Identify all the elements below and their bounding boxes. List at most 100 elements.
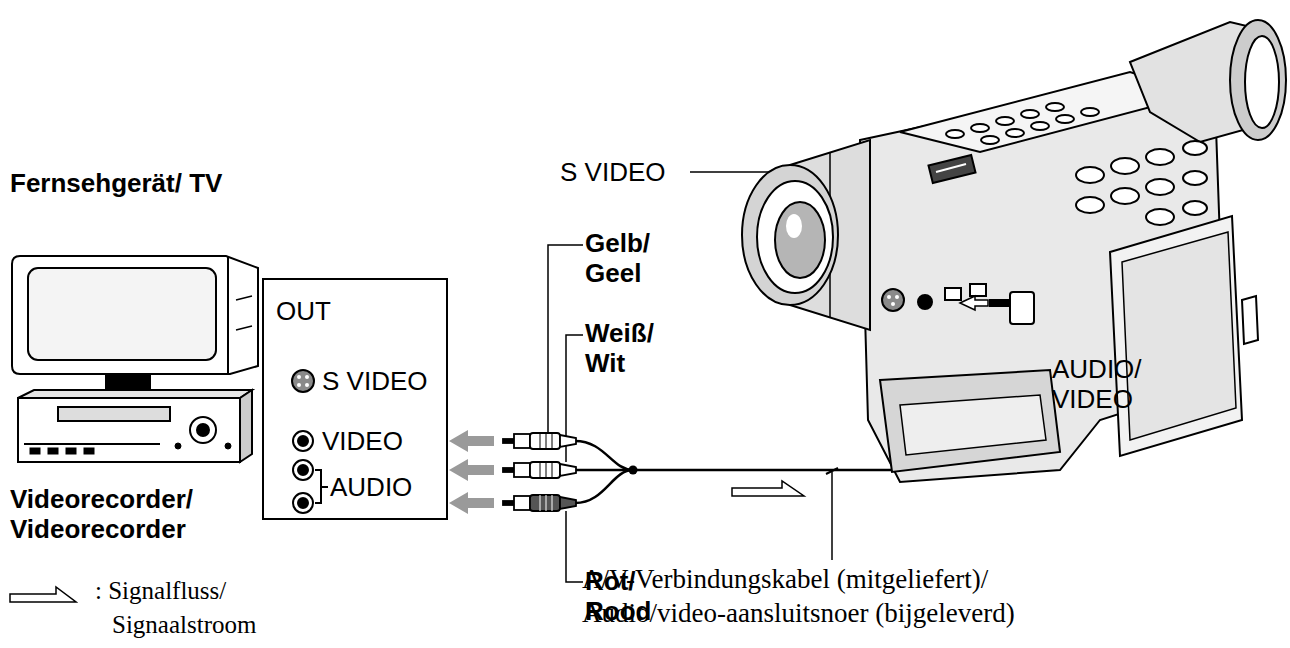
rca-plug <box>560 497 576 509</box>
rca-plug <box>540 433 552 449</box>
rca-plug <box>560 435 576 447</box>
video-recorder <box>240 390 252 462</box>
camcorder <box>1076 167 1104 183</box>
camcorder <box>996 117 1014 125</box>
video-recorder <box>190 417 216 443</box>
camcorder <box>1146 209 1174 225</box>
direction-arrow <box>449 430 494 452</box>
camcorder <box>946 130 964 138</box>
video-recorder <box>24 443 160 445</box>
rca-jack <box>298 436 308 446</box>
av-plug <box>960 296 988 310</box>
camcorder <box>1183 141 1207 155</box>
audio-bracket <box>315 470 328 503</box>
s-video-jack <box>292 370 314 392</box>
output-panel: OUTS VIDEOVIDEOAUDIO <box>262 278 448 520</box>
signal-flow-arrow <box>10 587 76 602</box>
camcorder <box>936 164 966 172</box>
rca-plug <box>540 462 552 478</box>
camcorder <box>1111 188 1139 204</box>
camcorder <box>891 302 895 306</box>
camcorder <box>1146 149 1174 165</box>
direction-arrow <box>449 430 494 514</box>
rca-plug <box>503 433 576 511</box>
leader-line <box>831 472 833 560</box>
camcorder <box>1056 115 1074 123</box>
camcorder <box>1031 122 1049 130</box>
rca-plug <box>514 463 530 477</box>
video-recorder <box>84 448 94 454</box>
television <box>28 268 216 360</box>
television <box>12 256 258 392</box>
s-video-jack <box>305 375 309 379</box>
rca-jack <box>298 498 308 508</box>
camcorder <box>971 124 989 132</box>
device-name: Videorecorder/ Videorecorder <box>10 484 250 544</box>
rca-jack <box>293 431 313 513</box>
jack-name: AUDIO <box>330 472 412 502</box>
rca-jack <box>293 493 313 513</box>
av-plug <box>1010 292 1034 324</box>
rca-plug <box>530 495 560 511</box>
av-plug <box>990 300 1012 306</box>
camcorder <box>1006 129 1024 137</box>
jack-name: VIDEO <box>322 426 403 456</box>
rca-jack <box>293 431 313 451</box>
camcorder <box>928 155 975 183</box>
video-recorder <box>18 390 252 398</box>
camcorder <box>786 214 802 238</box>
device-name: Fernsehgerät/ TV <box>10 168 250 198</box>
camcorder <box>981 136 999 144</box>
video-recorder <box>48 448 58 454</box>
video-recorder <box>66 448 76 454</box>
s-video-jack <box>305 383 309 387</box>
leader-line <box>566 511 583 582</box>
plug-color: Gelb/ Geel <box>585 228 675 288</box>
legend-entry: : Signalfluss/ Signaalstroom <box>8 574 308 646</box>
cable <box>575 441 633 470</box>
s-video-jack <box>297 383 301 387</box>
television <box>12 256 258 374</box>
camcorder <box>1146 179 1174 195</box>
rca-plug <box>514 434 530 448</box>
rca-jack <box>293 460 313 480</box>
direction-arrow <box>449 492 494 514</box>
rca-plug <box>540 495 552 511</box>
cable-caption: A/V-Verbindungskabel (mitgeliefert)/ Aud… <box>582 562 1102 630</box>
camcorder <box>1076 197 1104 213</box>
s-video-jack <box>292 370 314 392</box>
connector-name: AUDIO/ VIDEO <box>1052 354 1172 414</box>
camcorder <box>757 181 833 293</box>
legend-text: : Signalfluss/ Signaalstroom <box>95 574 312 642</box>
rca-plug <box>530 462 560 478</box>
camcorder <box>970 284 986 296</box>
camcorder <box>742 165 838 305</box>
camcorder <box>1183 171 1207 185</box>
camcorder <box>895 295 899 299</box>
cable-junction <box>629 466 638 475</box>
rca-plug <box>530 433 560 449</box>
video-recorder <box>58 407 170 421</box>
television <box>236 296 252 330</box>
cable <box>575 470 633 503</box>
rca-plug <box>560 464 576 476</box>
camcorder <box>1110 216 1242 456</box>
camcorder <box>1081 108 1099 116</box>
camcorder <box>887 295 891 299</box>
camcorder <box>882 289 904 311</box>
rca-jack <box>298 465 308 475</box>
video-recorder <box>225 443 231 449</box>
camcorder <box>880 370 1060 472</box>
plug-color: Weiß/ Wit <box>585 318 675 378</box>
camcorder <box>742 20 1286 482</box>
camcorder <box>1111 158 1139 174</box>
video-recorder <box>197 424 209 436</box>
connector-name: S VIDEO <box>560 157 720 187</box>
camcorder <box>1230 20 1286 140</box>
television <box>227 256 229 374</box>
direction-arrow <box>449 459 494 481</box>
camcorder <box>1046 103 1064 111</box>
legend-symbol <box>8 578 78 612</box>
camcorder <box>945 288 961 300</box>
s-video-jack <box>297 375 301 379</box>
